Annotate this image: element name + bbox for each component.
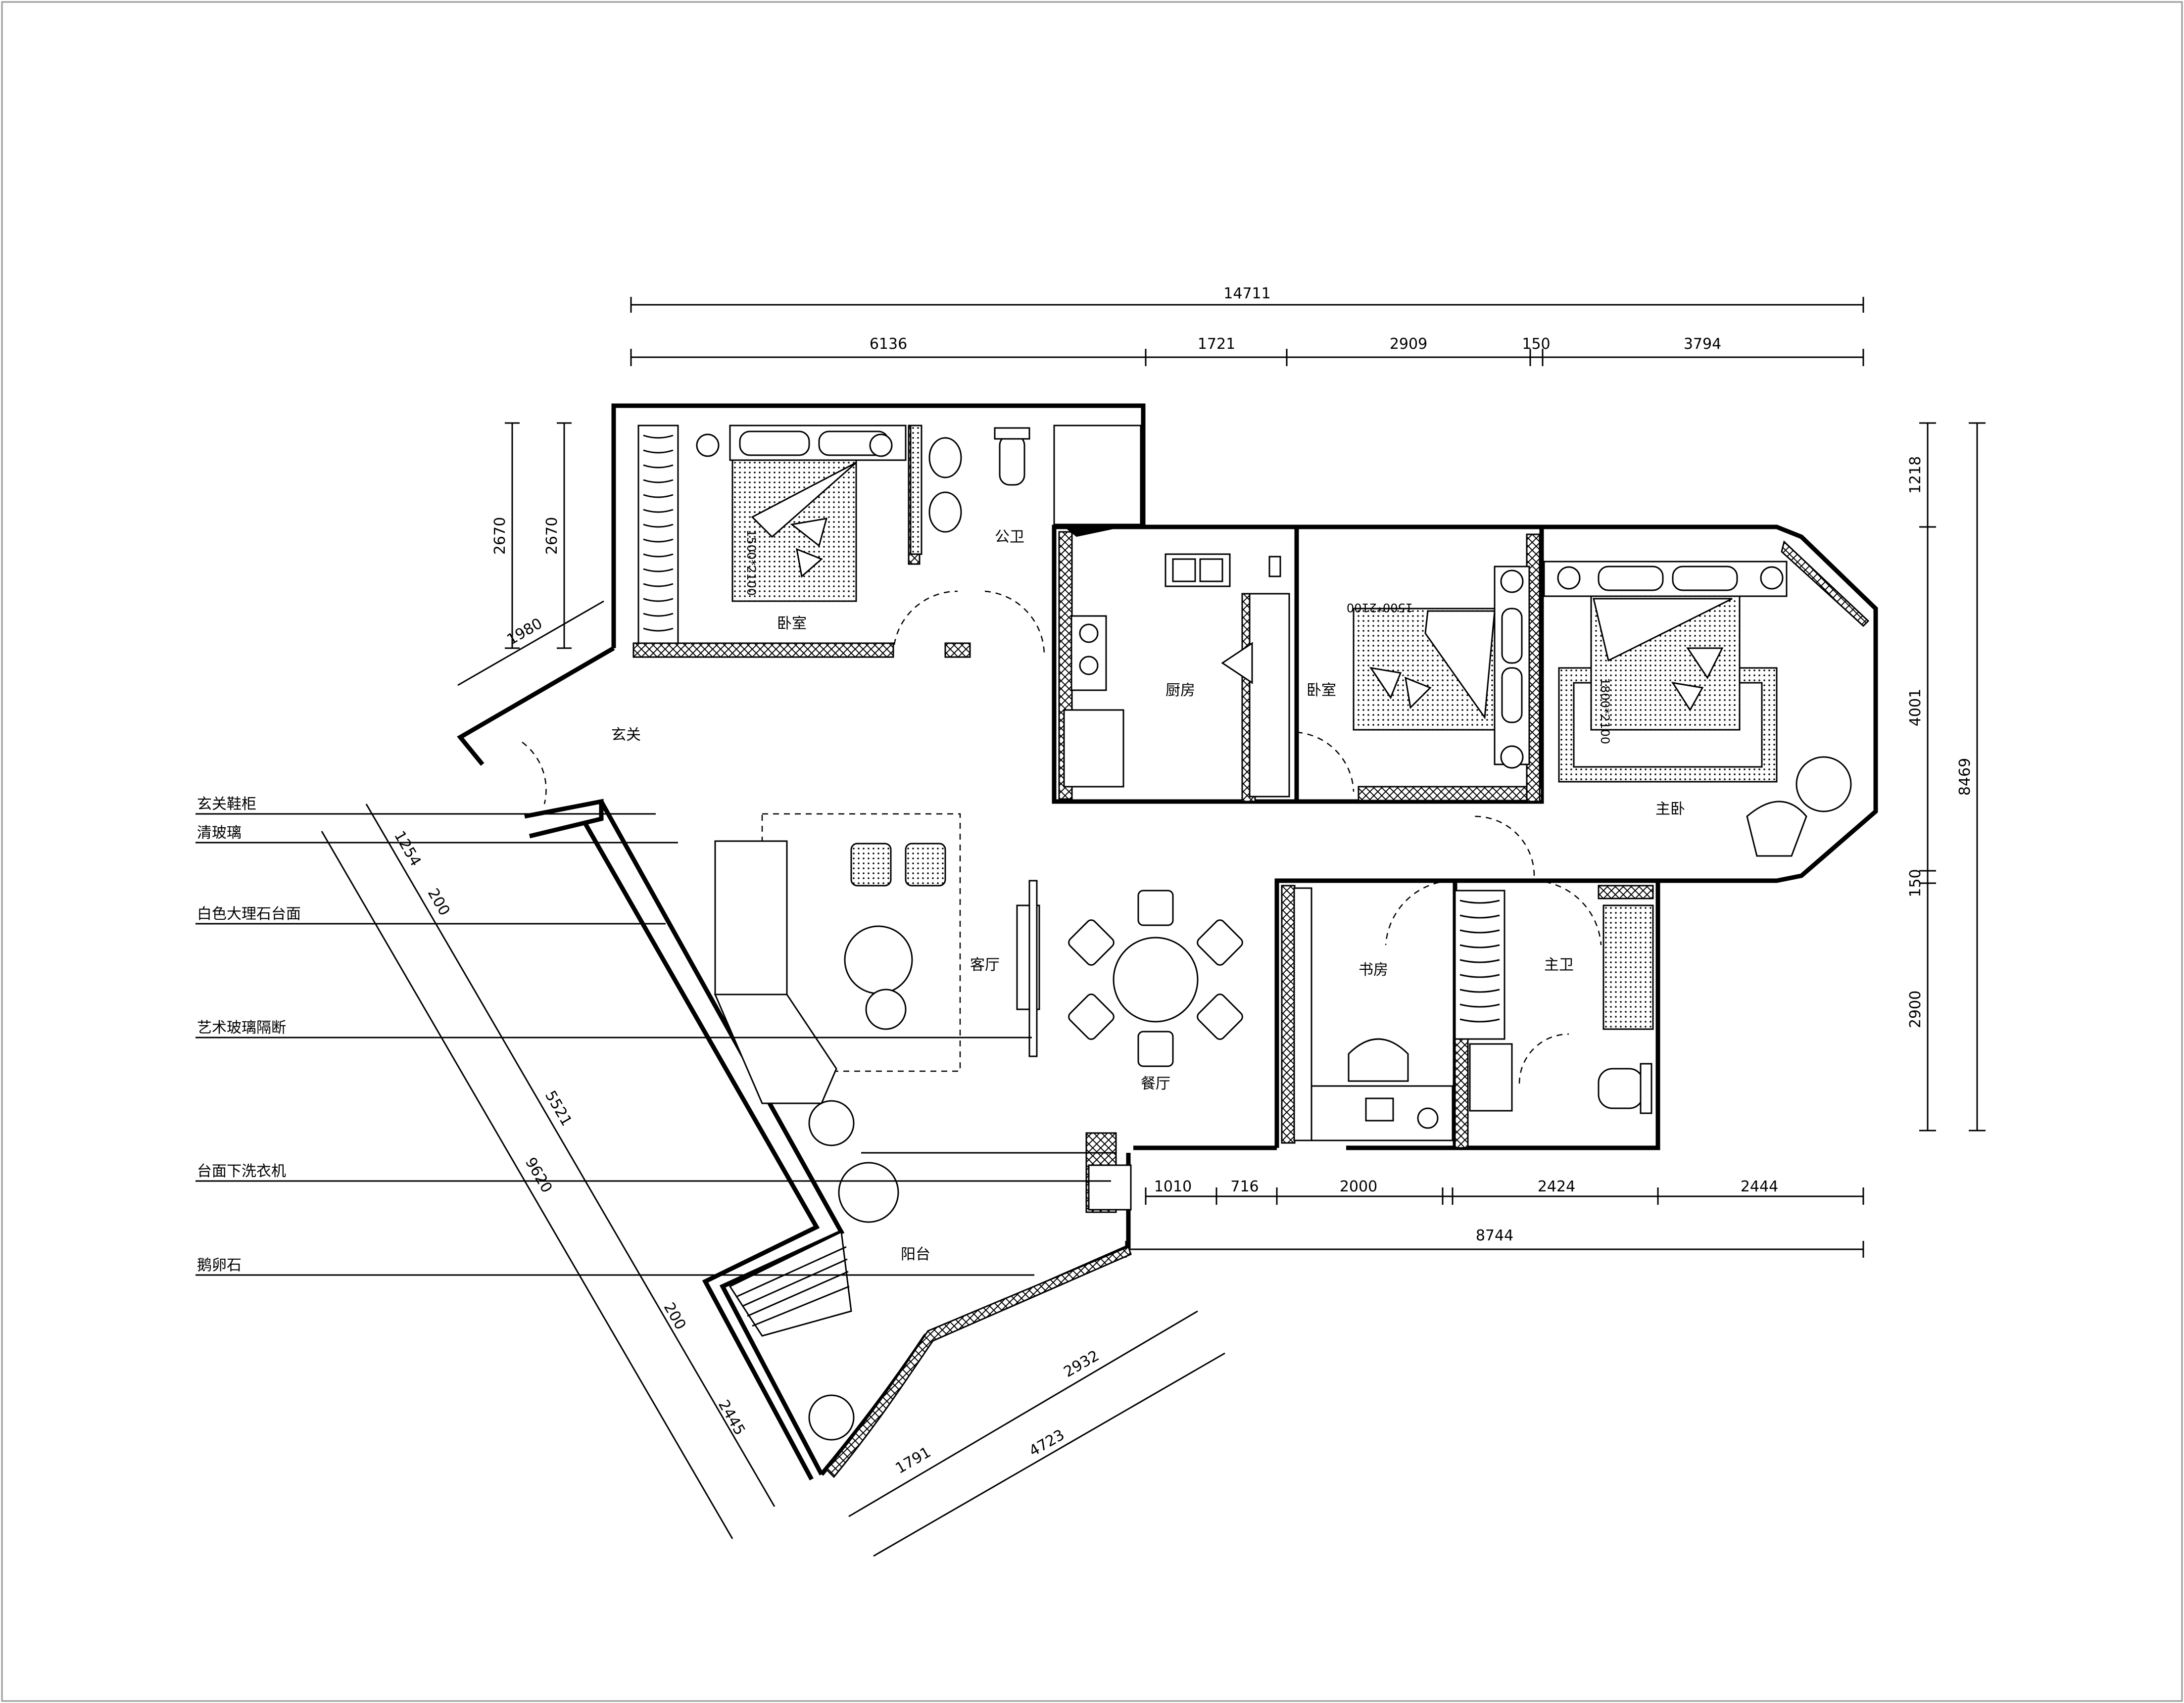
dim-diag-b-3: 2445 — [715, 1397, 748, 1438]
room-kitchen: 厨房 — [1165, 682, 1195, 699]
dim-top-seg-1: 6136 — [870, 335, 907, 353]
study-furniture — [1293, 887, 1454, 1141]
dim-bottom-seg-1: 1010 — [1154, 1178, 1192, 1195]
balcony-features — [728, 1100, 1132, 1441]
room-master-bedroom: 主卧 — [1655, 801, 1685, 818]
dim-right-seg-3: 150 — [1907, 869, 1924, 897]
dim-diag-a-3: 5521 — [541, 1088, 575, 1129]
kitchen-fixtures — [1063, 553, 1290, 798]
room-dining: 餐厅 — [1141, 1075, 1170, 1092]
dim-right-seg-1: 1218 — [1907, 456, 1924, 494]
note-shoe-cabinet: 玄关鞋柜 — [197, 796, 256, 813]
dim-top-seg-2: 1721 — [1198, 335, 1235, 353]
dim-right-seg-4: 2900 — [1907, 991, 1924, 1028]
living-furniture — [714, 813, 1040, 1104]
dim-diag-a-1: 1254 — [390, 828, 424, 869]
bedroom-2-furniture: 1500*2100 — [1347, 566, 1530, 769]
bedroom-1-furniture: 1500*2100 — [637, 425, 907, 644]
dim-bottom-seg-4: 2424 — [1538, 1178, 1575, 1195]
room-master-bath: 主卫 — [1544, 956, 1574, 974]
annotations: 玄关鞋柜 清玻璃 白色大理石台面 艺术玻璃隔断 台面下洗衣机 鹅卵石 — [195, 796, 1111, 1276]
room-public-bath: 公卫 — [995, 528, 1024, 546]
dimension-diagonal: 1254 200 5521 9620 200 2445 — [321, 804, 776, 1539]
dim-diag-b-1: 9620 — [522, 1154, 555, 1196]
dim-bottom-seg-5: 2444 — [1741, 1178, 1778, 1195]
dim-top-seg-5: 3794 — [1684, 335, 1721, 353]
dim-balcony-a-1: 2932 — [1061, 1347, 1102, 1381]
dimension-top: 14711 6136 1721 2909 150 3794 — [630, 285, 1864, 366]
dim-top-seg-3: 2909 — [1390, 335, 1427, 353]
dimension-right: 1218 4001 150 2900 8469 — [1907, 422, 1986, 1132]
public-bath-fixtures — [910, 425, 1142, 555]
note-marble-counter: 白色大理石台面 — [197, 905, 301, 923]
bed-size-master: 1800*2100 — [1598, 678, 1612, 744]
room-living: 客厅 — [970, 956, 1000, 974]
room-study: 书房 — [1359, 961, 1388, 979]
dimension-left: 2670 2670 1980 — [457, 422, 604, 686]
bed — [731, 459, 857, 602]
doors — [522, 590, 1602, 1154]
dim-bottom-total: 8744 — [1476, 1227, 1513, 1244]
dim-bottom-seg-2: 716 — [1230, 1178, 1259, 1195]
dim-left-b: 2670 — [543, 517, 561, 555]
dim-diag-a-2: 200 — [424, 886, 453, 919]
dimension-balcony: 2932 1791 4723 — [848, 1310, 1225, 1557]
master-bedroom-furniture: 1800*2100 — [1543, 561, 1852, 857]
dim-bottom-seg-3: 2000 — [1340, 1178, 1377, 1195]
dim-top-total: 14711 — [1223, 285, 1270, 302]
master-bath-fixtures — [1454, 890, 1654, 1114]
dim-right-seg-2: 4001 — [1907, 689, 1924, 726]
room-labels: 卧室 公卫 厨房 卧室 主卧 玄关 客厅 餐厅 书房 主卫 阳台 — [611, 528, 1685, 1263]
dim-balcony-b: 4723 — [1026, 1426, 1068, 1460]
dim-left-a: 2670 — [491, 517, 509, 555]
dimension-bottom: 1010 716 2000 2424 2444 8744 — [1125, 1178, 1864, 1258]
dim-balcony-a-2: 1791 — [892, 1444, 934, 1477]
note-washer: 台面下洗衣机 — [197, 1163, 286, 1180]
room-balcony: 阳台 — [901, 1246, 930, 1263]
bed-size-1: 1500*2100 — [744, 529, 758, 596]
dim-left-angled: 1980 — [504, 615, 545, 649]
dim-top-seg-4: 150 — [1522, 335, 1550, 353]
note-pebbles: 鹅卵石 — [197, 1257, 242, 1274]
room-bedroom-1: 卧室 — [777, 615, 807, 632]
bed-size-2: 1500*2100 — [1347, 601, 1413, 615]
note-clear-glass: 清玻璃 — [197, 824, 242, 842]
note-art-glass-partition: 艺术玻璃隔断 — [197, 1019, 286, 1037]
room-bedroom-2: 卧室 — [1307, 682, 1336, 699]
dim-right-total: 8469 — [1956, 758, 1974, 796]
room-foyer: 玄关 — [611, 726, 641, 744]
dining-furniture — [1068, 890, 1243, 1067]
